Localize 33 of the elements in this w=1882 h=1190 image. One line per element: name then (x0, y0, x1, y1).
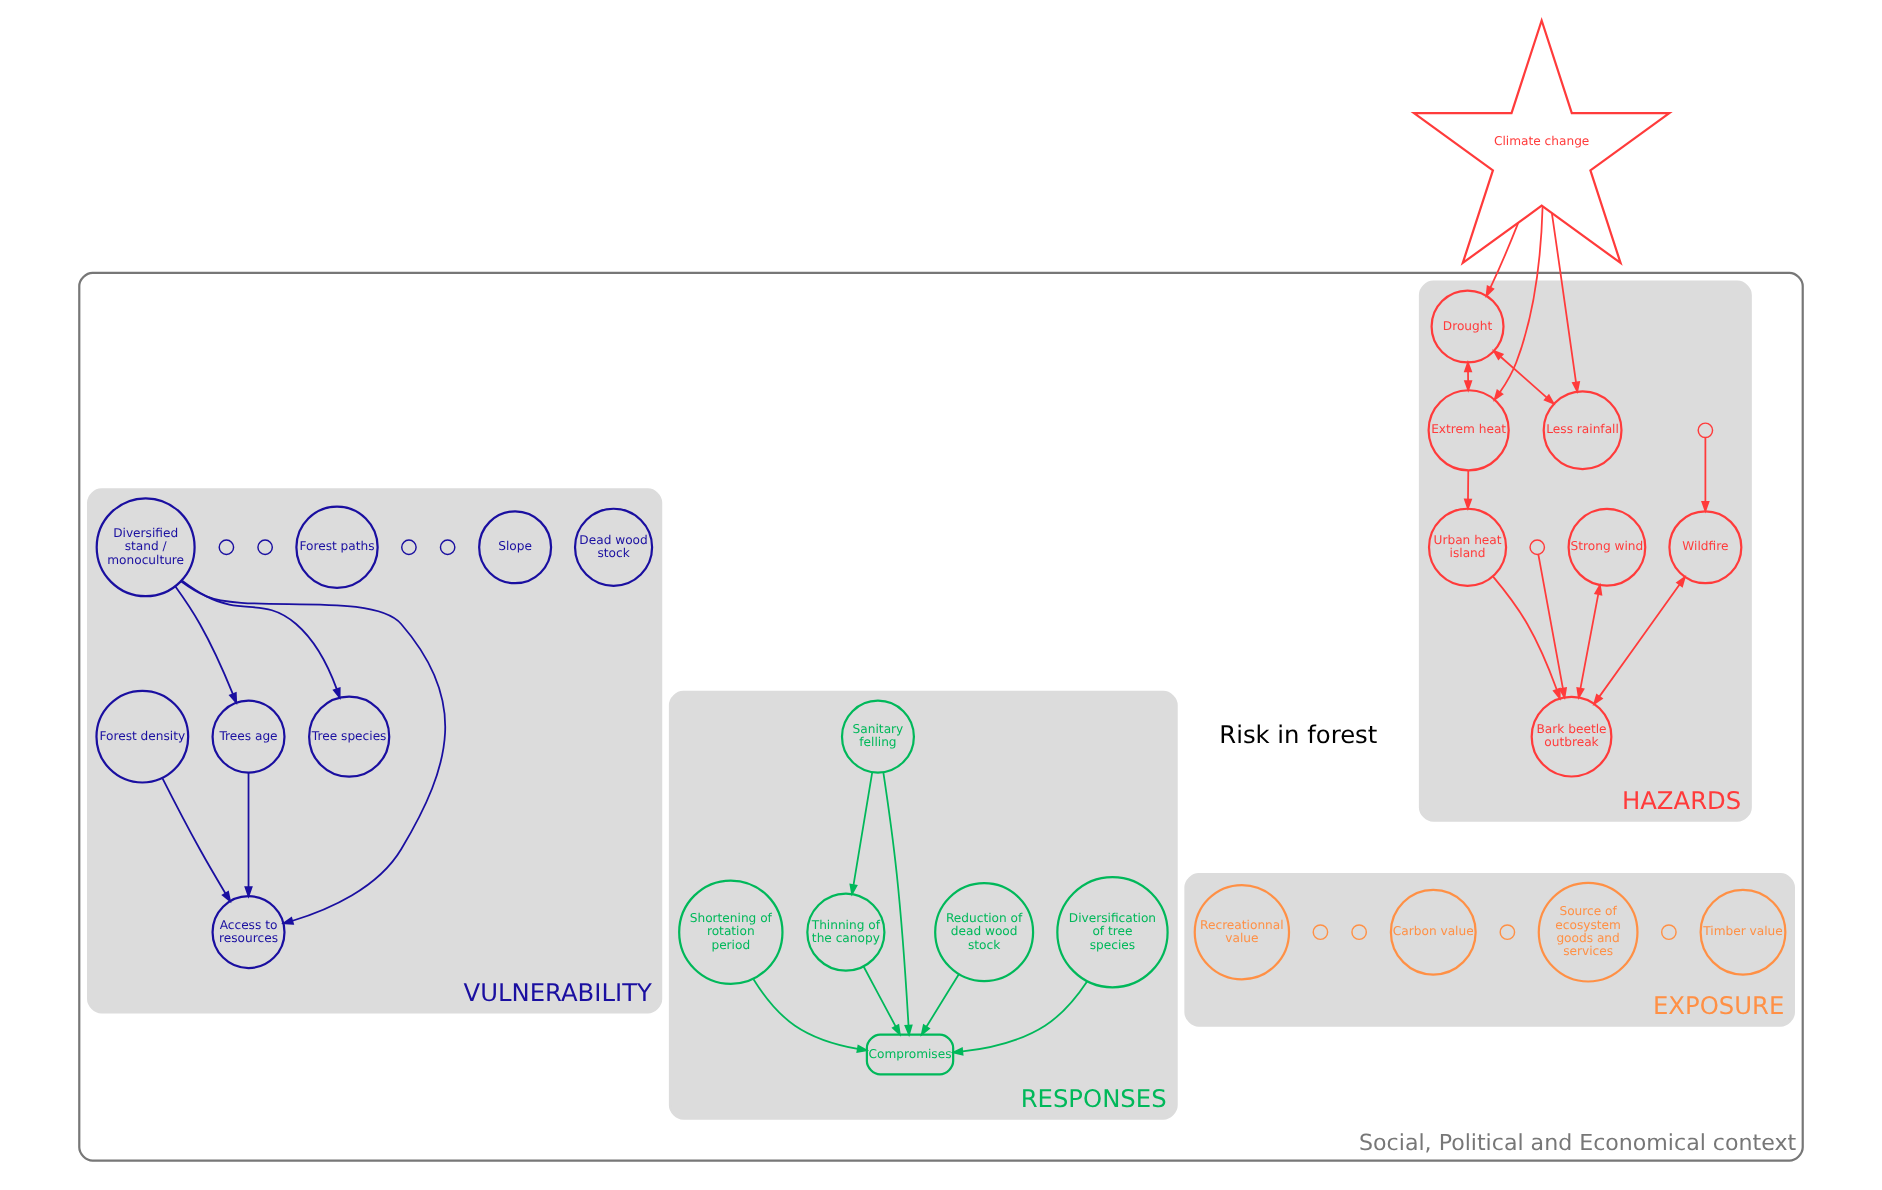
node-circle (1312, 924, 1329, 941)
arrow (1701, 436, 1710, 514)
arrow (1485, 222, 1520, 299)
arrow (1492, 575, 1561, 701)
node-circle (1529, 539, 1546, 556)
arrow (244, 771, 253, 899)
arrow (1493, 205, 1544, 402)
node-circle (1351, 924, 1368, 941)
arrow (849, 771, 874, 897)
arrow (950, 980, 1088, 1056)
arrow (174, 585, 238, 705)
arrow (180, 580, 446, 925)
node-text: Risk in forest (1219, 720, 1378, 749)
arrow (862, 965, 902, 1037)
node-circle (1499, 924, 1516, 941)
arrow (882, 771, 913, 1038)
node-circle (1660, 924, 1677, 941)
arrow (1592, 575, 1687, 707)
arrow (1463, 359, 1473, 393)
arrow (181, 579, 341, 701)
node-circle (1697, 422, 1714, 439)
arrow (1537, 553, 1568, 700)
arrow (1576, 582, 1603, 700)
arrow (920, 973, 960, 1037)
arrow (752, 978, 870, 1054)
node-circle (218, 539, 235, 556)
arrow (1463, 469, 1473, 511)
arrow (161, 777, 232, 904)
arrow (1491, 349, 1556, 406)
node-circle (439, 539, 456, 556)
arrow (1551, 212, 1581, 394)
node-circle (257, 539, 274, 556)
node-circle (401, 539, 417, 556)
